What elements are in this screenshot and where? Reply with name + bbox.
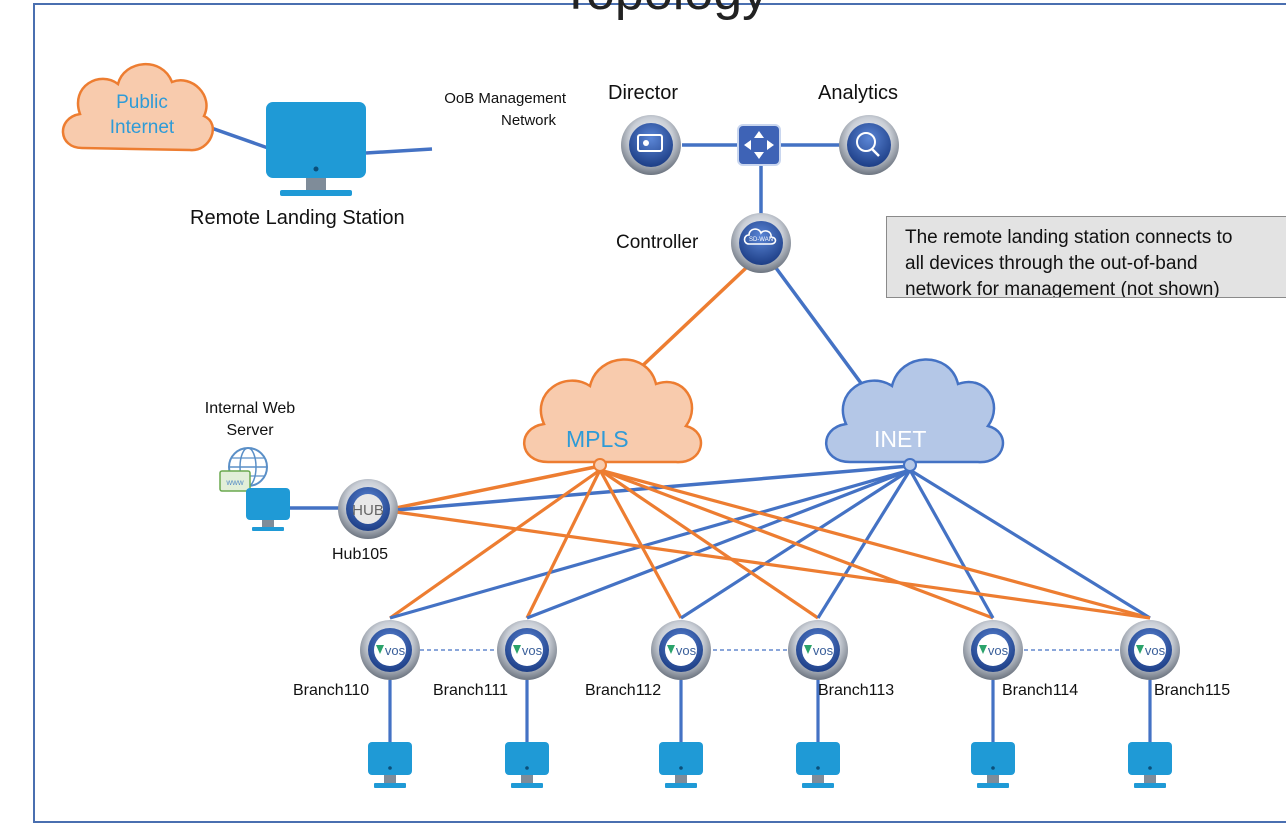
vos-badge: vos <box>385 643 406 658</box>
topology-diagram: Topology <box>33 0 1286 823</box>
hub-badge: HUB <box>352 502 384 519</box>
branch-node-branch113: vos <box>788 620 848 680</box>
branch-nodes: vos vos vos vos vos vos <box>360 620 1180 788</box>
branch-label-branch113: Branch113 <box>818 682 895 699</box>
link-mpls-branch112 <box>598 469 683 619</box>
link-mpls-branch110 <box>389 468 601 620</box>
hub-label: Hub105 <box>332 546 389 563</box>
link-inet-branch113 <box>816 469 912 619</box>
branch-node-branch111: vos <box>497 620 557 680</box>
switch-icon <box>737 124 781 166</box>
branch-node-branch112: vos <box>651 620 711 680</box>
branch-monitor-branch114 <box>971 742 1015 788</box>
link-inet-branch115 <box>909 468 1151 620</box>
web-server-line-1: Internal Web <box>204 400 296 417</box>
oob-network-label: OoB Management Network <box>386 88 566 132</box>
link-hub-branch115 <box>395 510 1151 620</box>
branch-monitor-branch115 <box>1128 742 1172 788</box>
mpls-cloud <box>523 358 703 472</box>
inet-label: INET <box>874 426 927 452</box>
public-internet-line-2: Internet <box>109 117 175 138</box>
diagram-title: Topology <box>560 0 768 22</box>
vos-badge: vos <box>1145 643 1166 658</box>
oob-line-1: OoB Management <box>444 90 566 107</box>
branch-label-branch110: Branch110 <box>293 682 370 699</box>
link-mpls-branch114 <box>599 468 994 620</box>
note-line-1: The remote landing station connects to <box>905 227 1233 248</box>
diagram-canvas: SD-WAN www HU <box>61 63 1180 788</box>
branch-label-branch115: Branch115 <box>1154 682 1231 699</box>
hub-icon: HUB <box>338 479 398 539</box>
director-icon <box>621 115 681 175</box>
web-server-icon: www <box>219 447 290 531</box>
vos-badge: vos <box>522 643 543 658</box>
controller-badge: SD-WAN <box>749 237 773 243</box>
director-label: Director <box>608 82 679 104</box>
branch-monitor-branch110 <box>368 742 412 788</box>
inet-cloud <box>825 358 1005 472</box>
web-server-badge: www <box>225 478 244 487</box>
link-hub-mpls <box>395 464 601 510</box>
branch-label-branch112: Branch112 <box>585 682 662 699</box>
remote-landing-station-label: Remote Landing Station <box>190 207 405 229</box>
note-line-3: network for management (not shown) <box>905 279 1220 298</box>
link-inet-branch110 <box>389 468 911 620</box>
vos-badge: vos <box>813 643 834 658</box>
branch-links <box>388 468 1152 742</box>
vos-badge: vos <box>988 643 1009 658</box>
mpls-label: MPLS <box>566 426 629 452</box>
public-internet-cloud <box>61 63 215 152</box>
branch-label-branch114: Branch114 <box>1002 682 1079 699</box>
link-inet-branch111 <box>526 468 911 620</box>
branch-node-branch114: vos <box>963 620 1023 680</box>
public-internet-label: Public Internet <box>94 90 190 140</box>
web-server-label: Internal Web Server <box>186 398 314 442</box>
public-internet-line-1: Public <box>116 92 168 113</box>
controller-icon: SD-WAN <box>731 213 791 273</box>
link-controller-inet <box>774 266 874 400</box>
branch-monitor-branch111 <box>505 742 549 788</box>
analytics-label: Analytics <box>818 82 899 104</box>
branch-label-branch111: Branch111 <box>433 682 509 699</box>
vos-badge: vos <box>676 643 697 658</box>
controller-label: Controller <box>616 232 699 253</box>
branch-node-branch110: vos <box>360 620 420 680</box>
branch-monitor-branch113 <box>796 742 840 788</box>
remote-landing-station-monitor <box>266 102 366 196</box>
note-line-2: all devices through the out-of-band <box>905 253 1198 274</box>
link-mpls-branch115 <box>599 468 1151 620</box>
web-server-line-2: Server <box>226 422 274 439</box>
link-mpls-branch113 <box>599 468 819 620</box>
branch-monitor-branch112 <box>659 742 703 788</box>
analytics-icon <box>839 115 899 175</box>
management-note: The remote landing station connects to a… <box>886 216 1286 298</box>
branch-node-branch115: vos <box>1120 620 1180 680</box>
link-mpls-branch111 <box>525 469 602 619</box>
link-station-oob <box>365 147 433 155</box>
link-inet-branch114 <box>908 469 995 619</box>
oob-line-2: Network <box>500 112 556 129</box>
link-hub-inet <box>395 464 911 512</box>
